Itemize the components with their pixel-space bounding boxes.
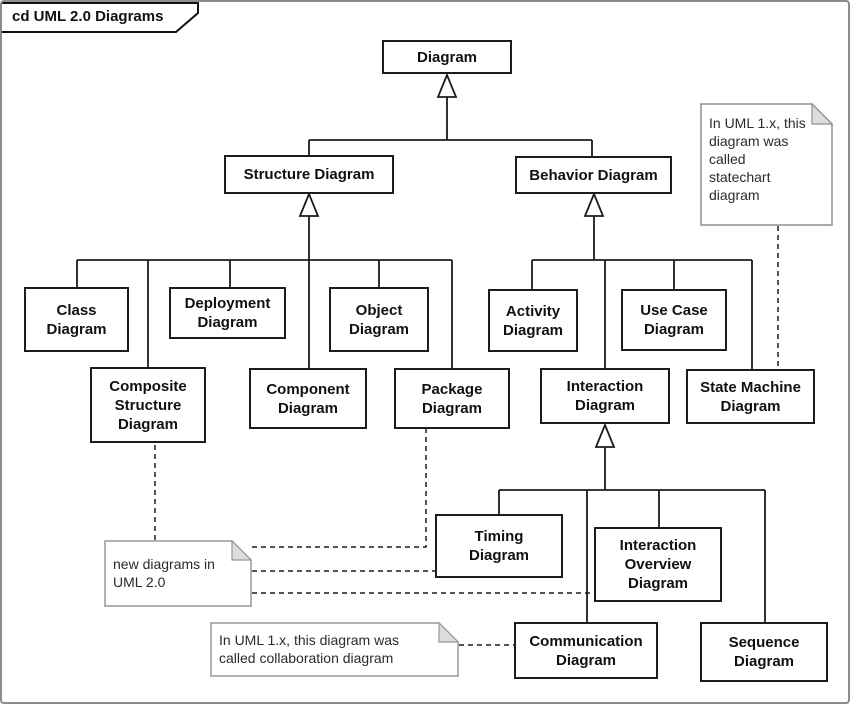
node-composite-structure-diagram-label: Composite Structure Diagram bbox=[109, 377, 187, 433]
note-fold-icon bbox=[438, 622, 459, 643]
note-fold-icon bbox=[231, 540, 252, 561]
node-sequence-diagram: Sequence Diagram bbox=[700, 622, 828, 682]
node-state-machine-diagram-label: State Machine Diagram bbox=[700, 378, 801, 415]
note-statechart: In UML 1.x, this diagram was called stat… bbox=[700, 103, 833, 226]
node-activity-diagram: Activity Diagram bbox=[488, 289, 578, 352]
node-communication-diagram-label: Communication Diagram bbox=[529, 632, 643, 669]
node-sequence-diagram-label: Sequence Diagram bbox=[728, 634, 800, 670]
node-deployment-diagram-label: Deployment Diagram bbox=[184, 295, 271, 331]
node-interaction-overview-diagram-label: Interaction Overview Diagram bbox=[619, 537, 697, 592]
node-timing-diagram-label: Timing Diagram bbox=[468, 528, 530, 564]
node-structure-diagram: Structure Diagram bbox=[224, 155, 394, 194]
node-behavior-diagram-label: Behavior Diagram bbox=[529, 166, 658, 184]
generalization-behavior-tree bbox=[531, 191, 753, 369]
node-timing-diagram: Timing Diagram bbox=[435, 514, 563, 578]
node-use-case-diagram-label: Use Case Diagram bbox=[640, 302, 708, 338]
node-object-diagram-label: Object Diagram bbox=[348, 301, 410, 338]
frame-tab: cd UML 2.0 Diagrams bbox=[2, 2, 202, 34]
frame-tab-shape bbox=[2, 2, 199, 33]
node-interaction-diagram-label: Interaction Diagram bbox=[566, 378, 644, 414]
note-attachment-lines bbox=[154, 226, 779, 646]
node-communication-diagram: Communication Diagram bbox=[514, 622, 658, 679]
node-interaction-diagram: Interaction Diagram bbox=[540, 368, 670, 424]
note-collaboration: In UML 1.x, this diagram was called coll… bbox=[210, 622, 459, 677]
node-diagram: Diagram bbox=[382, 40, 512, 74]
node-package-diagram: Package Diagram bbox=[394, 368, 510, 429]
note-fold-icon bbox=[811, 103, 833, 125]
note-new-diagrams-text: new diagrams in UML 2.0 bbox=[113, 556, 215, 590]
node-interaction-overview-diagram: Interaction Overview Diagram bbox=[594, 527, 722, 602]
node-state-machine-diagram: State Machine Diagram bbox=[686, 369, 815, 424]
node-package-diagram-label: Package Diagram bbox=[421, 380, 483, 417]
node-structure-diagram-label: Structure Diagram bbox=[243, 166, 375, 183]
node-diagram-label: Diagram bbox=[416, 48, 478, 66]
node-class-diagram-label: Class Diagram bbox=[46, 301, 107, 338]
node-class-diagram: Class Diagram bbox=[24, 287, 129, 352]
note-collaboration-text: In UML 1.x, this diagram was called coll… bbox=[219, 632, 399, 666]
node-object-diagram: Object Diagram bbox=[329, 287, 429, 352]
note-new-diagrams-shape bbox=[104, 540, 252, 607]
node-composite-structure-diagram: Composite Structure Diagram bbox=[90, 367, 206, 443]
note-collaboration-shape bbox=[210, 622, 459, 677]
note-statechart-text: In UML 1.x, this diagram was called stat… bbox=[709, 115, 806, 203]
generalization-diagram-tree bbox=[308, 72, 593, 156]
frame-title: cd UML 2.0 Diagrams bbox=[12, 8, 164, 25]
generalization-structure-tree bbox=[76, 191, 453, 368]
node-deployment-diagram: Deployment Diagram bbox=[169, 287, 286, 339]
node-use-case-diagram: Use Case Diagram bbox=[621, 289, 727, 351]
note-new-diagrams: new diagrams in UML 2.0 bbox=[104, 540, 252, 607]
node-behavior-diagram: Behavior Diagram bbox=[515, 156, 672, 194]
node-component-diagram-label: Component Diagram bbox=[266, 380, 350, 417]
node-component-diagram: Component Diagram bbox=[249, 368, 367, 429]
generalization-interaction-tree bbox=[498, 422, 766, 622]
note-statechart-shape bbox=[700, 103, 833, 226]
node-activity-diagram-label: Activity Diagram bbox=[502, 302, 564, 339]
